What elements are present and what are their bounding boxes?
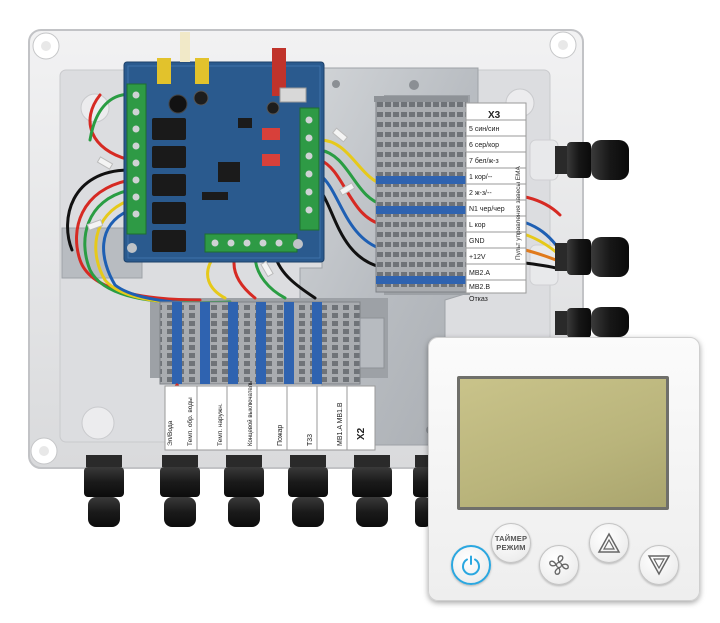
x2-row: Пожар — [277, 425, 284, 446]
timer-mode-button[interactable]: ТАЙМЕР РЕЖИМ — [491, 523, 531, 563]
decrease-button[interactable] — [639, 545, 679, 585]
power-icon — [462, 555, 480, 576]
x2-row: Концевой выключатель — [247, 381, 254, 446]
power-button[interactable] — [451, 545, 491, 585]
timer-mode-label: ТАЙМЕР РЕЖИМ — [495, 534, 527, 552]
x2-row: Темп. наружн. — [217, 403, 224, 446]
cable-ties — [86, 127, 356, 278]
x2-row: Т33 — [307, 434, 314, 446]
x3-side-note: Пульт управления завесы ЕМА — [515, 165, 522, 260]
triangle-down-icon — [647, 555, 671, 576]
x3-row: 5 син/син — [469, 126, 499, 133]
terminal-block-x2 — [159, 301, 385, 410]
fan-speed-button[interactable] — [539, 545, 579, 585]
x2-row: Темп. обр. воды — [186, 397, 194, 446]
x3-row: 7 бел/ж-з — [469, 157, 499, 165]
timer-label-line1: ТАЙМЕР — [494, 534, 528, 543]
triangle-up-icon — [597, 532, 621, 553]
controller-panel: ТАЙМЕР РЕЖИМ — [428, 337, 700, 601]
x3-title: X3 — [488, 110, 501, 121]
x3-row: MB2.A — [469, 270, 490, 277]
x3-row: MB2.B — [469, 284, 490, 291]
control-pcb — [123, 32, 325, 263]
x3-row: N1 чер/чер — [469, 206, 505, 213]
fan-icon — [549, 555, 569, 575]
x3-row: GND — [469, 238, 485, 245]
x2-title: X2 — [356, 427, 367, 440]
x3-row: 6 сер/кор — [469, 142, 499, 149]
increase-button[interactable] — [589, 523, 629, 563]
x3-row: +12V — [469, 254, 486, 261]
terminal-label-x2: X2 MB1.A MB1.B Т33 Пожар Концевой выключ… — [164, 381, 376, 451]
x2-row: Эл/Вода — [167, 420, 174, 446]
x3-row: 1 кор/-- — [469, 174, 493, 181]
terminal-block-x3 — [374, 96, 468, 293]
terminal-label-x3: X3 5 син/син 6 сер/кор 7 бел/ж-з 1 кор/-… — [465, 102, 527, 303]
lcd-display — [457, 376, 669, 510]
x3-row: L кор — [469, 222, 486, 229]
x3-row: Отказ — [469, 296, 488, 303]
x2-row: MB1.A MB1.B — [337, 402, 344, 446]
mode-label-line2: РЕЖИМ — [496, 543, 526, 552]
side-cable-glands — [555, 140, 629, 338]
x3-row: 2 ж-з/-- — [469, 190, 492, 197]
